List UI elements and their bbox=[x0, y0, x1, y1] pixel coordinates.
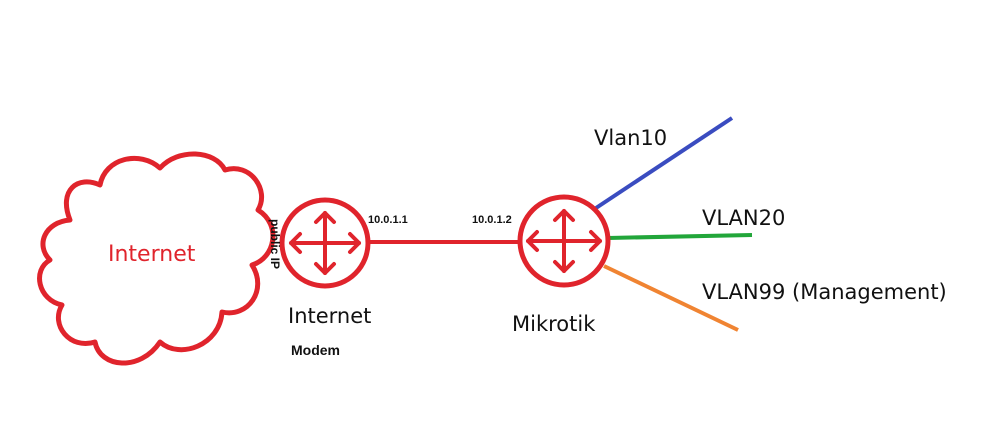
vlan99-line bbox=[603, 264, 739, 332]
mikrotik-label: Mikrotik bbox=[512, 312, 596, 336]
cloud-icon bbox=[37, 151, 276, 366]
public-ip-label: public IP bbox=[268, 219, 282, 270]
vlan10-label: Vlan10 bbox=[594, 126, 668, 150]
modem-ip-label: 10.0.1.1 bbox=[368, 214, 408, 226]
modem-label-line2: Modem bbox=[291, 342, 340, 358]
cloud-label: Internet bbox=[108, 242, 196, 267]
vlan20-line bbox=[607, 233, 753, 240]
modem-label-line1: Internet bbox=[288, 304, 372, 328]
modem-router-icon bbox=[279, 197, 371, 289]
vlan20-label: VLAN20 bbox=[702, 206, 786, 230]
mikrotik-router-icon bbox=[517, 194, 611, 288]
mikrotik-ip-label: 10.0.1.2 bbox=[472, 214, 512, 226]
vlan99-label: VLAN99 (Management) bbox=[702, 280, 947, 304]
vlan10-line bbox=[594, 116, 734, 210]
